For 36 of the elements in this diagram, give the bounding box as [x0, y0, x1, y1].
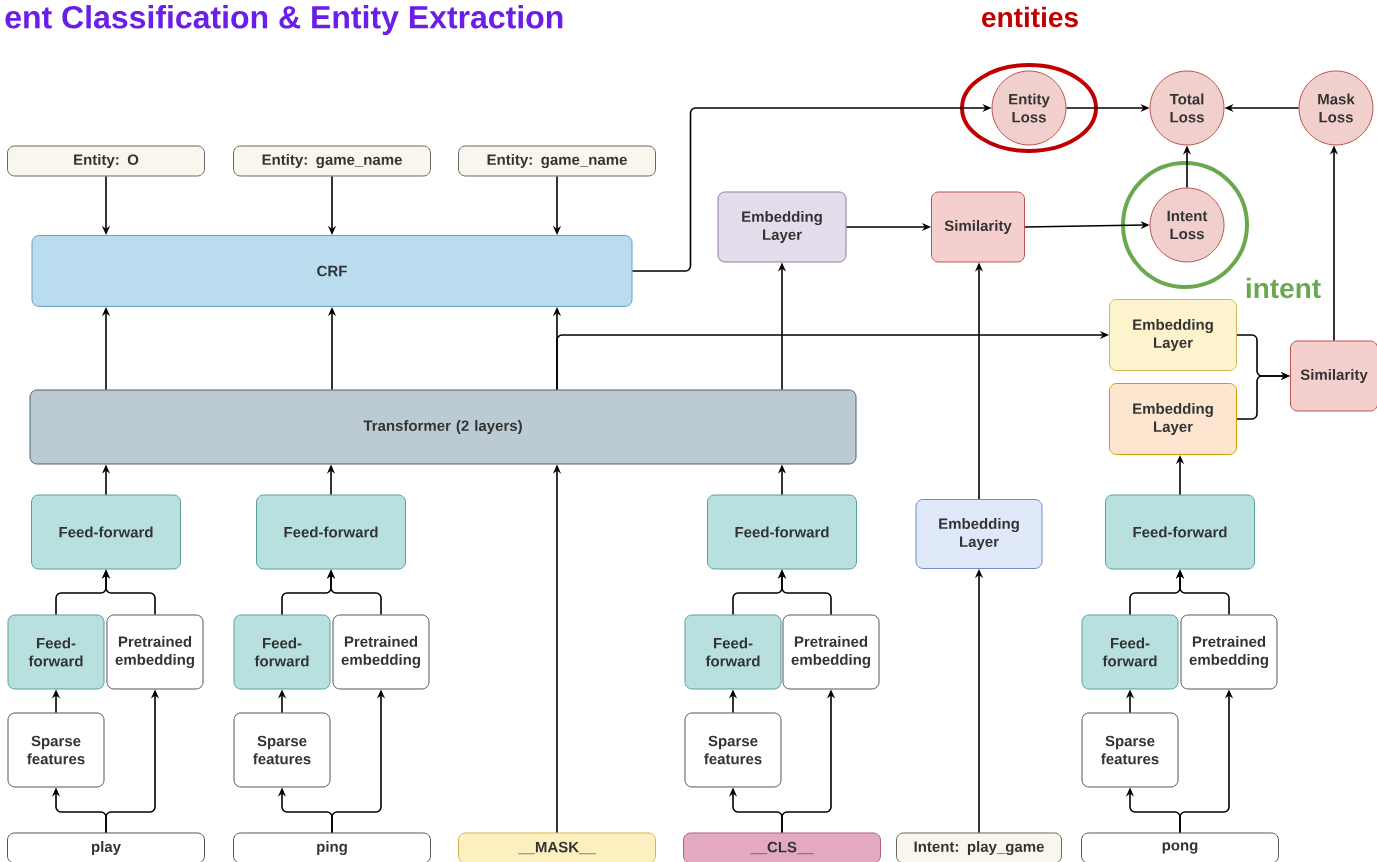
token-box: __MASK__	[458, 832, 656, 862]
embedding-layer-box: Embedding Layer	[1109, 299, 1237, 371]
similarity-box: Similarity	[1290, 340, 1377, 412]
token-box: ping	[233, 832, 431, 862]
process-box: Pretrained embedding	[782, 614, 880, 690]
embedding-layer-box: Embedding Layer	[915, 499, 1043, 569]
feed-forward-box: Feed-forward	[31, 494, 181, 570]
token-box: Intent: play_game	[896, 832, 1062, 862]
process-box: Pretrained embedding	[1180, 614, 1278, 690]
process-box: Sparse features	[684, 712, 782, 788]
crf-box: CRF	[31, 235, 633, 307]
feed-forward-box: Feed-forward	[256, 494, 406, 570]
token-box: __CLS__	[683, 832, 881, 862]
feed-forward-box: Feed-forward	[1105, 494, 1255, 570]
label-box: Entity: game_name	[458, 145, 656, 177]
similarity-box: Similarity	[931, 191, 1025, 263]
feed-forward-box: Feed- forward	[1081, 614, 1179, 690]
feed-forward-box: Feed- forward	[684, 614, 782, 690]
process-box: Sparse features	[233, 712, 331, 788]
label-box: Entity: game_name	[233, 145, 431, 177]
embedding-layer-box: Embedding Layer	[717, 191, 847, 263]
process-box: Sparse features	[7, 712, 105, 788]
embedding-layer-box: Embedding Layer	[1109, 383, 1237, 455]
token-box: pong	[1081, 832, 1279, 862]
process-box: Pretrained embedding	[332, 614, 430, 690]
feed-forward-box: Feed- forward	[233, 614, 331, 690]
transformer-box: Transformer (2 layers)	[29, 389, 857, 465]
title: ent Classification & Entity Extraction	[5, 5, 563, 35]
feed-forward-box: Feed- forward	[7, 614, 105, 690]
annotation-label: entities	[982, 6, 1078, 28]
process-box: Sparse features	[1081, 712, 1179, 788]
label-box: Entity: O	[7, 145, 205, 177]
token-box: play	[7, 832, 205, 862]
annotation-label: intent	[1246, 277, 1321, 299]
feed-forward-box: Feed-forward	[707, 494, 857, 570]
process-box: Pretrained embedding	[106, 614, 204, 690]
